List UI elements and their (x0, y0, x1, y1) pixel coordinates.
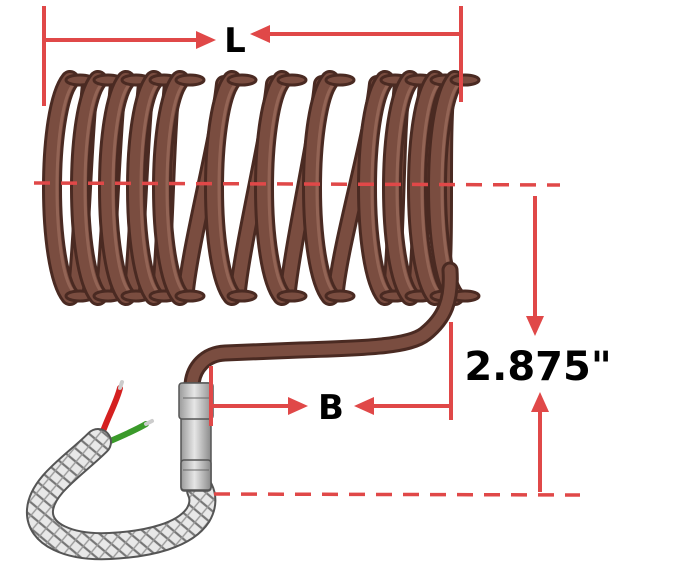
length-label: L (224, 21, 246, 61)
center-dashed-line (33, 181, 561, 187)
dimension-lines (33, 6, 581, 497)
coil-bottom-rim (226, 289, 258, 303)
coil-front-strand-highlight (139, 84, 158, 292)
b-arrowhead-left (288, 397, 308, 415)
coil-front-strand-face (155, 73, 187, 303)
b-dimension-label: B (318, 388, 344, 428)
coil-top-rim (226, 73, 258, 87)
coil-front-strand-highlight (165, 84, 184, 292)
height-arrowhead-up (531, 392, 549, 412)
coil-front-strand-face (45, 73, 77, 303)
coil-heater-icon (42, 70, 481, 394)
l-arrowhead-right (250, 25, 270, 43)
height-arrowhead-down (526, 316, 544, 336)
coil-front-strand-highlight (217, 84, 236, 292)
coil-front-strand-face (207, 73, 239, 303)
coil-front-strand-face (410, 73, 442, 303)
l-arrowhead-left (196, 31, 216, 49)
coil-bottom-rim (276, 289, 308, 303)
green-wire-icon (105, 421, 149, 445)
green-wire-tip-icon (144, 419, 154, 426)
height-label: 2.875" (464, 344, 611, 390)
coil-front-strand-highlight (395, 84, 414, 292)
coil-front-strand-face (129, 73, 161, 303)
coil-front-strand-highlight (111, 84, 130, 292)
coil-tail-lead-highlight (186, 264, 456, 391)
coil-bottom-rim (174, 289, 206, 303)
coil-front-strand-highlight (315, 84, 334, 292)
coil-front-turns (42, 70, 481, 306)
braid-sleeve (28, 430, 215, 559)
coil-top-rim (449, 73, 481, 87)
coil-front-strand-face (305, 73, 337, 303)
bottom-dashed-line (213, 492, 581, 497)
coil-front-strand-face (385, 73, 417, 303)
coil-front-strand-highlight (370, 84, 389, 292)
coil-top-rim (174, 73, 206, 87)
coil-front-strand-highlight (420, 84, 439, 292)
coil-front-strand-highlight (83, 84, 102, 292)
coil-front-strand-highlight (267, 84, 286, 292)
coil-front-strand-face (101, 73, 133, 303)
sleeve-collar-top (178, 382, 214, 420)
coil-top-rim (276, 73, 308, 87)
coil-front-strand-face (257, 73, 289, 303)
sleeve-collar-bottom (180, 459, 212, 491)
coil-front-strand-highlight (55, 84, 74, 292)
braided-lead-icon (26, 380, 217, 561)
red-wire-tip-icon (118, 380, 124, 390)
coil-front-strand-face (360, 73, 392, 303)
coil-top-rim (324, 73, 356, 87)
coil-front-strand-face (73, 73, 105, 303)
b-arrowhead-right (354, 397, 374, 415)
coil-bottom-rim (324, 289, 356, 303)
